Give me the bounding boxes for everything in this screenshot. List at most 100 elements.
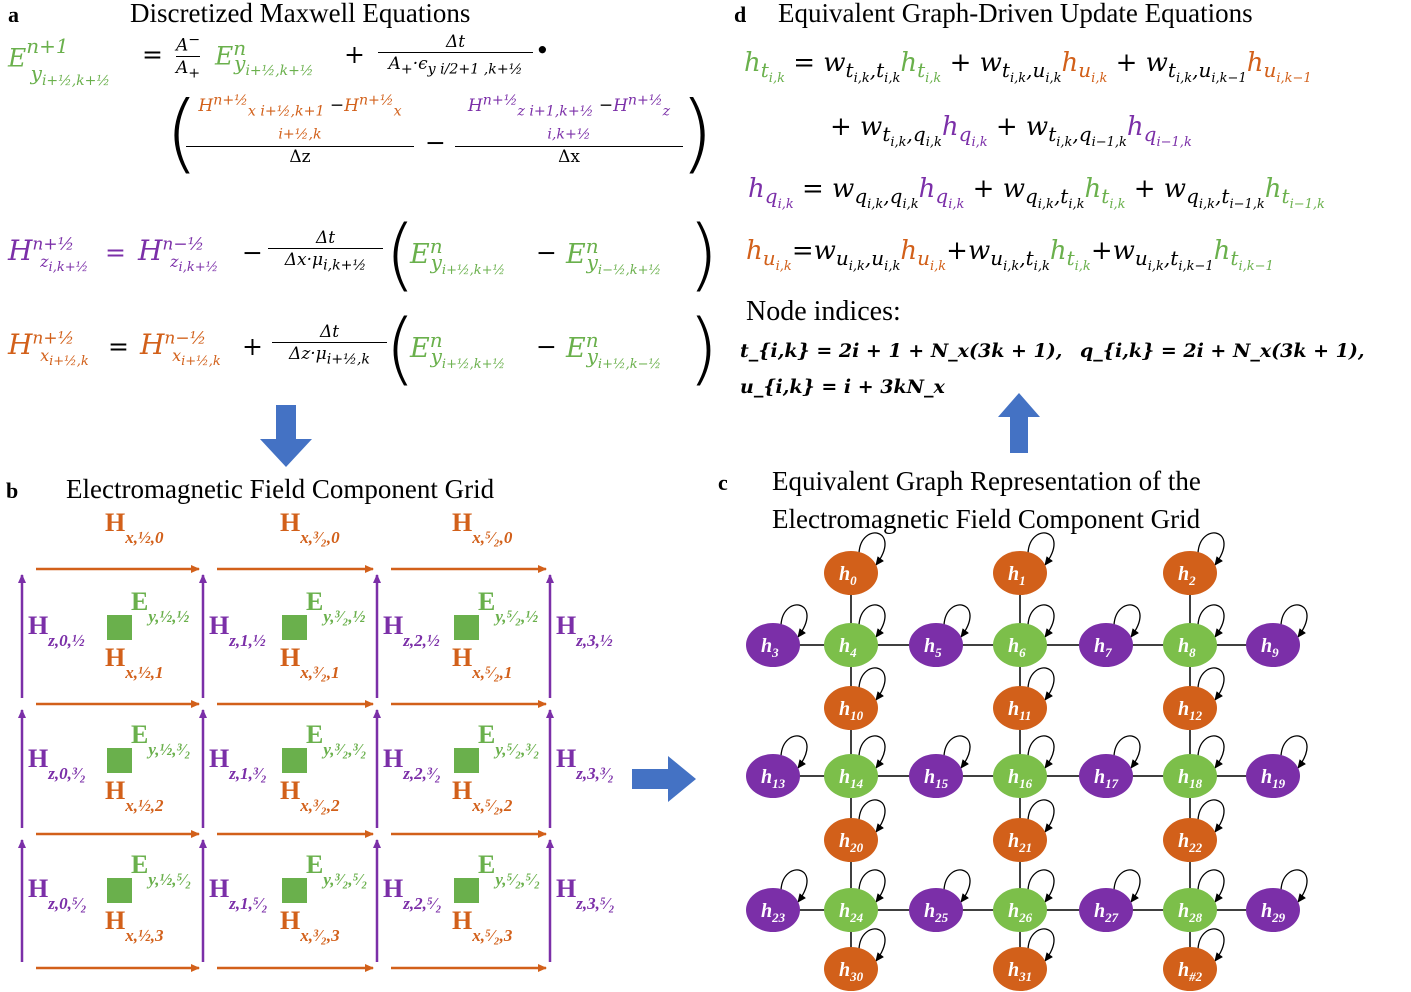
graph-node: h2	[1163, 551, 1217, 595]
graph-node: h28	[1163, 888, 1217, 932]
ey-square	[454, 878, 479, 903]
self-loop-edge	[1027, 667, 1055, 701]
self-loop-edge	[1197, 869, 1225, 903]
ey-square	[454, 748, 479, 773]
ey-label: Ey,⁵⁄₂,⁵⁄₂	[478, 850, 541, 889]
hz-label: Hz,0,³⁄₂	[28, 744, 86, 783]
ey-square	[454, 615, 479, 640]
self-loop-edge	[1027, 604, 1055, 638]
self-loop-edge	[858, 799, 886, 833]
self-loop-edge	[1197, 532, 1225, 566]
self-loop-edge	[1280, 869, 1308, 903]
graph-equation-q: hqi,k = wqi,k,qi,khqi,k + wqi,k,ti,khti,…	[748, 174, 1325, 213]
self-loop-edge	[1197, 604, 1225, 638]
hx-label: Hx,⁵⁄₂,3	[452, 906, 513, 945]
node-index-q: q_{i,k} = 2i + N_x(3k + 1),	[1080, 340, 1365, 362]
self-loop-edge	[1027, 799, 1055, 833]
ey-square	[107, 878, 132, 903]
ey-square	[282, 615, 307, 640]
graph-node: h21	[993, 818, 1047, 862]
graph-node: h1	[993, 551, 1047, 595]
node-indices-label: Node indices:	[746, 296, 901, 327]
self-loop-edge	[858, 667, 886, 701]
ey-square	[107, 748, 132, 773]
ey-label: Ey,⁵⁄₂,½	[478, 587, 539, 626]
graph-node: h9	[1246, 623, 1300, 667]
ey-label: Ey,⁵⁄₂,³⁄₂	[478, 720, 540, 759]
graph-node: h19	[1246, 754, 1300, 798]
node-index-u: u_{i,k} = i + 3kN_x	[740, 376, 945, 398]
graph-node: h8	[1163, 623, 1217, 667]
graph-node: h31	[993, 947, 1047, 991]
graph-node: h5	[909, 623, 963, 667]
panel-b-title: Electromagnetic Field Component Grid	[66, 474, 495, 504]
right-arrow-icon	[632, 756, 696, 802]
graph-node-label: h29	[1261, 900, 1286, 925]
hx-top-label: Hx,½,0	[105, 508, 164, 547]
self-loop-edge	[1027, 532, 1055, 566]
ey-label: Ey,½,½	[131, 587, 190, 626]
ey-square	[282, 878, 307, 903]
self-loop-edge	[858, 604, 886, 638]
graph-node: h20	[824, 818, 878, 862]
self-loop-edge	[1197, 799, 1225, 833]
self-loop-edge	[1027, 928, 1055, 962]
self-loop-edge	[780, 735, 808, 769]
graph-node: h23	[746, 888, 800, 932]
self-loop-edge	[858, 869, 886, 903]
hz-label: Hz,2,³⁄₂	[383, 744, 441, 783]
hz-label: Hz,0,½	[28, 611, 85, 650]
graph-equation-t: hti,k = wti,k,ti,khti,k + wti,k,ui,khui,…	[744, 48, 1312, 87]
panel-a-title: Discretized Maxwell Equations	[130, 0, 471, 28]
graph-node: h18	[1163, 754, 1217, 798]
self-loop-edge	[1113, 735, 1141, 769]
hx-label: Hx,⁵⁄₂,1	[452, 643, 513, 682]
graph-node: h10	[824, 686, 878, 730]
graph-node: h13	[746, 754, 800, 798]
hz-label: Hz,1,⁵⁄₂	[209, 874, 268, 913]
hx-label: Hx,³⁄₂,2	[280, 776, 340, 815]
graph-node: h30	[824, 947, 878, 991]
panel-d-title: Equivalent Graph-Driven Update Equations	[778, 0, 1253, 28]
hx-top-label: Hx,³⁄₂,0	[280, 508, 340, 547]
panel-c-title-line2: Electromagnetic Field Component Grid	[772, 504, 1201, 534]
down-arrow-icon	[260, 405, 312, 467]
self-loop-edge	[1280, 735, 1308, 769]
graph-node: h0	[824, 551, 878, 595]
graph-node: h6	[993, 623, 1047, 667]
self-loop-edge	[1197, 735, 1225, 769]
node-index-t: t_{i,k} = 2i + 1 + N_x(3k + 1),	[740, 340, 1063, 362]
ey-label: Ey,½,⁵⁄₂	[131, 850, 192, 889]
graph-equation-u: hui,k=wui,k,ui,khui,k+wui,k,ti,khti,k+wu…	[746, 236, 1274, 275]
panel-c-label: c	[718, 470, 728, 495]
self-loop-edge	[943, 735, 971, 769]
hx-label: Hx,⁵⁄₂,2	[452, 776, 513, 815]
ey-square	[107, 615, 132, 640]
self-loop-edge	[1027, 869, 1055, 903]
graph-node: h16	[993, 754, 1047, 798]
self-loop-edge	[1113, 869, 1141, 903]
ey-label: Ey,³⁄₂,³⁄₂	[306, 720, 367, 759]
graph-node: h11	[993, 686, 1047, 730]
graph-node: h14	[824, 754, 878, 798]
graph-node: h#2	[1163, 947, 1217, 991]
self-loop-edge	[780, 869, 808, 903]
graph-node: h12	[1163, 686, 1217, 730]
graph-node: h24	[824, 888, 878, 932]
graph-node: h15	[909, 754, 963, 798]
graph-node: h4	[824, 623, 878, 667]
hx-label: Hx,½,3	[105, 906, 164, 945]
graph-node: h7	[1079, 623, 1133, 667]
self-loop-edge	[1280, 604, 1308, 638]
panel-c-title-line1: Equivalent Graph Representation of the	[772, 466, 1201, 496]
self-loop-edge	[1197, 928, 1225, 962]
hx-top-label: Hx,⁵⁄₂,0	[452, 508, 513, 547]
graph-equation-t-cont: + wti,k,qi,khqi,k + wti,k,qi−1,khqi−1,k	[830, 112, 1192, 151]
self-loop-edge	[858, 928, 886, 962]
ey-square	[282, 748, 307, 773]
self-loop-edge	[943, 604, 971, 638]
